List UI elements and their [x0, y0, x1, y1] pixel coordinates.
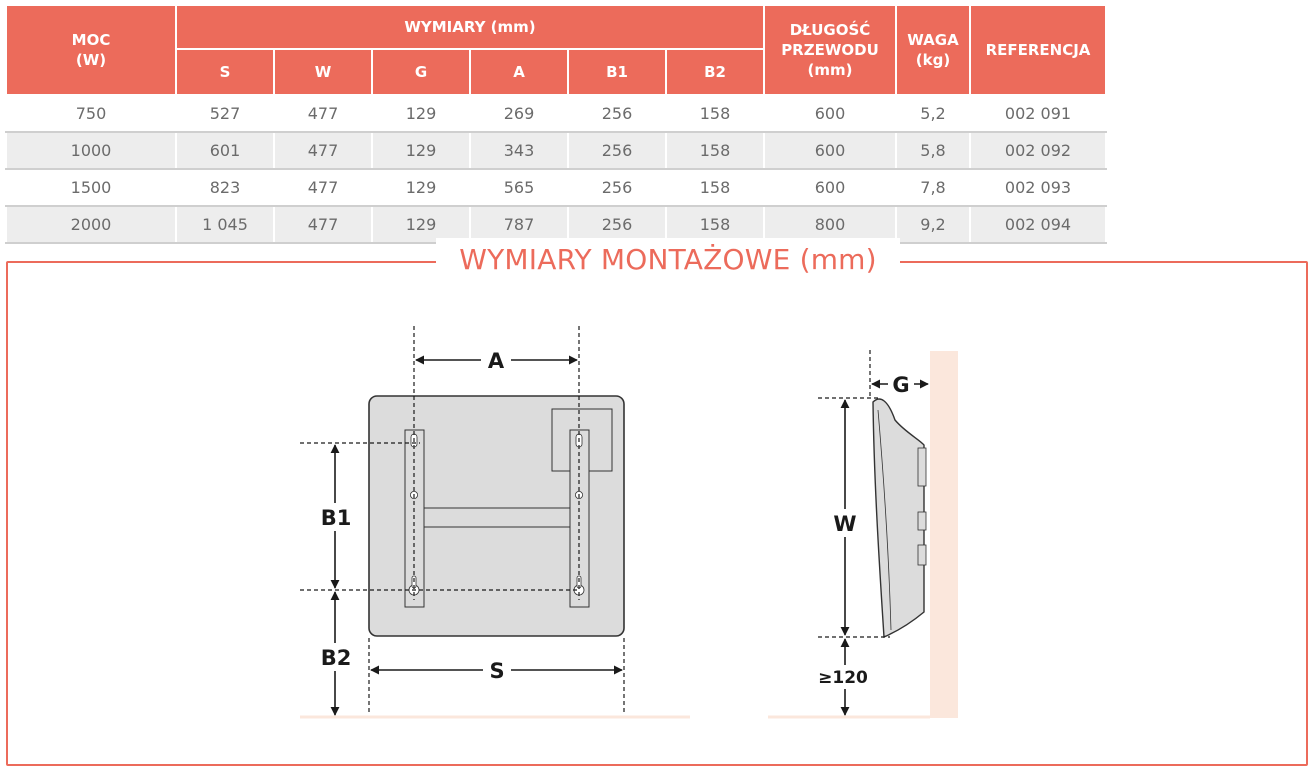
cell-a: 269: [469, 95, 569, 133]
table-row: 1500 823 477 129 565 256 158 600 7,8 002…: [5, 169, 1107, 207]
label-min-floor: ≥120: [818, 668, 868, 688]
cell-a: 787: [469, 206, 569, 244]
cell-a: 343: [469, 132, 569, 170]
cell-b2: 158: [665, 206, 765, 244]
cell-s: 601: [175, 132, 275, 170]
cell-dlugosc: 600: [763, 132, 897, 170]
cell-ref: 002 092: [969, 132, 1107, 170]
cell-s: 527: [175, 95, 275, 133]
label-a: A: [488, 349, 505, 373]
header-s: S: [175, 48, 275, 96]
cell-w: 477: [273, 132, 373, 170]
heater-side: [872, 398, 925, 639]
cell-waga: 9,2: [895, 206, 971, 244]
label-b2: B2: [321, 646, 352, 670]
cell-g: 129: [371, 95, 471, 133]
label-w: W: [833, 512, 856, 536]
cell-moc: 750: [5, 95, 177, 133]
header-g: G: [371, 48, 471, 96]
cell-ref: 002 094: [969, 206, 1107, 244]
cell-dlugosc: 600: [763, 95, 897, 133]
cell-b2: 158: [665, 95, 765, 133]
cell-waga: 5,8: [895, 132, 971, 170]
header-wymiary: WYMIARY (mm): [175, 4, 765, 50]
table-row: 2000 1 045 477 129 787 256 158 800 9,2 0…: [5, 206, 1107, 244]
cell-w: 477: [273, 95, 373, 133]
cell-moc: 1000: [5, 132, 177, 170]
cell-g: 129: [371, 132, 471, 170]
table-row: 750 527 477 129 269 256 158 600 5,2 002 …: [5, 95, 1107, 133]
side-view: G W ≥120: [768, 350, 958, 719]
cell-s: 823: [175, 169, 275, 207]
header-b2: B2: [665, 48, 765, 96]
cell-ref: 002 091: [969, 95, 1107, 133]
header-waga: WAGA (kg): [895, 4, 971, 96]
table-row: 1000 601 477 129 343 256 158 600 5,8 002…: [5, 132, 1107, 170]
bracket-crossbar: [423, 507, 571, 528]
spec-table: MOC (W) WYMIARY (mm) DŁUGOŚĆ PRZEWODU (m…: [5, 4, 1107, 244]
header-moc: MOC (W): [5, 4, 177, 96]
label-b1: B1: [321, 506, 352, 530]
cell-g: 129: [371, 206, 471, 244]
cell-dlugosc: 800: [763, 206, 897, 244]
header-dlugosc-przewodu: DŁUGOŚĆ PRZEWODU (mm): [763, 4, 897, 96]
cell-dlugosc: 600: [763, 169, 897, 207]
cell-b1: 256: [567, 95, 667, 133]
cell-w: 477: [273, 169, 373, 207]
header-w: W: [273, 48, 373, 96]
cell-s: 1 045: [175, 206, 275, 244]
cell-g: 129: [371, 169, 471, 207]
header-referencja: REFERENCJA: [969, 4, 1107, 96]
cell-moc: 2000: [5, 206, 177, 244]
label-g: G: [892, 373, 909, 397]
label-s: S: [489, 659, 504, 683]
cell-b1: 256: [567, 132, 667, 170]
cell-b2: 158: [665, 132, 765, 170]
cell-b2: 158: [665, 169, 765, 207]
wall: [930, 351, 958, 718]
cell-a: 565: [469, 169, 569, 207]
cell-waga: 5,2: [895, 95, 971, 133]
cell-ref: 002 093: [969, 169, 1107, 207]
cell-b1: 256: [567, 169, 667, 207]
header-b1: B1: [567, 48, 667, 96]
front-view: A B1 B2 S: [300, 326, 690, 719]
mounting-title: WYMIARY MONTAŻOWE (mm): [436, 238, 900, 282]
cell-w: 477: [273, 206, 373, 244]
cell-moc: 1500: [5, 169, 177, 207]
header-a: A: [469, 48, 569, 96]
cell-waga: 7,8: [895, 169, 971, 207]
